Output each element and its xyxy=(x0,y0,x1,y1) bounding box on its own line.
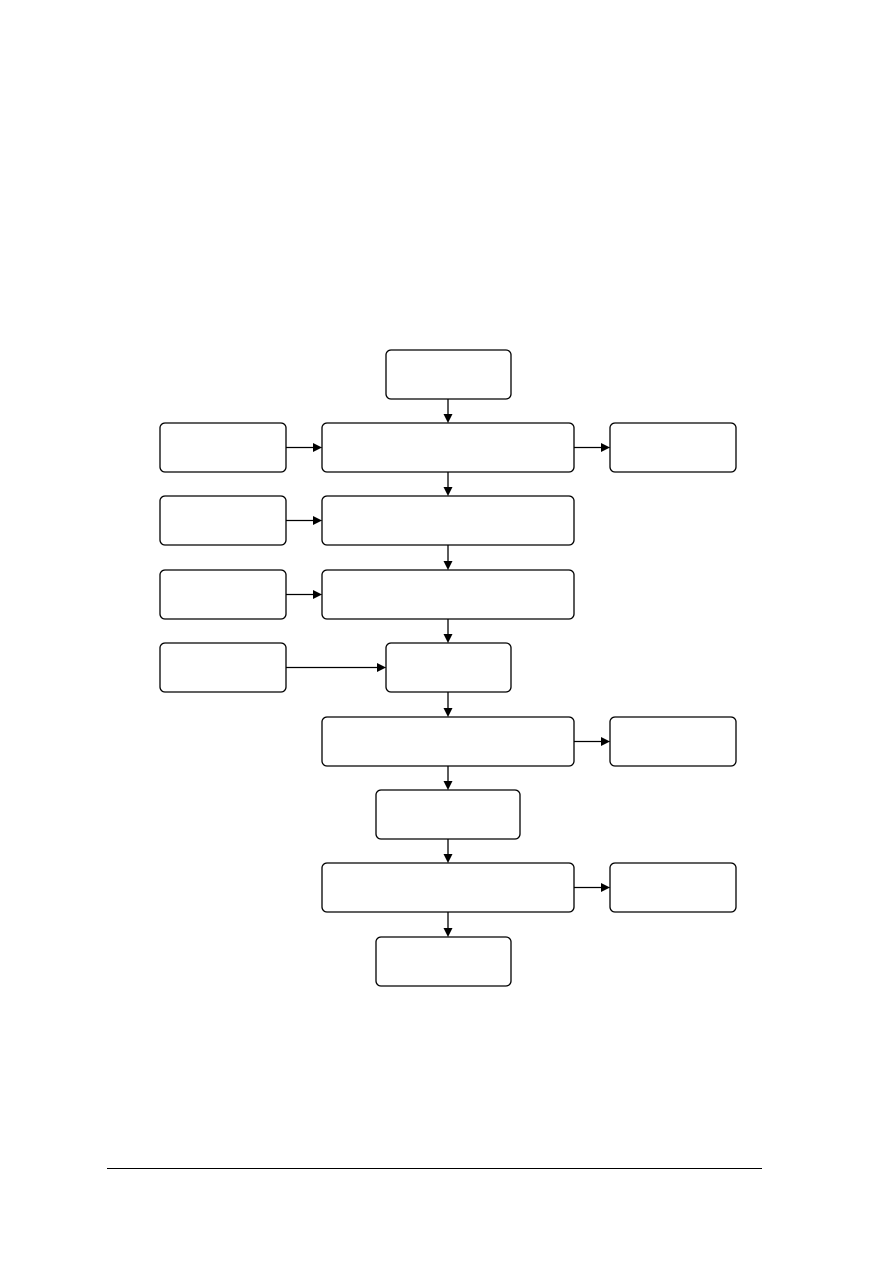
node-layer xyxy=(159,349,737,987)
node-step-3 xyxy=(321,569,575,620)
node-step-1 xyxy=(321,422,575,473)
node-step-3-box xyxy=(321,569,575,620)
arrowhead xyxy=(443,928,453,937)
edge-input-2-to-step-2 xyxy=(286,516,322,525)
node-input-3 xyxy=(159,569,287,620)
edge-step-5-to-step-6 xyxy=(443,766,453,790)
node-step-6 xyxy=(375,789,521,840)
node-end-box xyxy=(375,936,512,987)
arrowhead xyxy=(443,414,453,423)
edge-step-7-to-output-7 xyxy=(574,883,610,892)
edge-input-1-to-step-1 xyxy=(286,443,322,452)
node-step-2 xyxy=(321,495,575,546)
node-input-1-box xyxy=(159,422,287,473)
edge-input-4-to-step-4 xyxy=(286,663,386,672)
node-step-5-box xyxy=(321,716,575,767)
node-output-7-box xyxy=(609,862,737,913)
edge-input-3-to-step-3 xyxy=(286,590,322,599)
arrowhead xyxy=(443,561,453,570)
edge-step-1-to-step-2 xyxy=(443,472,453,496)
arrowhead xyxy=(313,516,322,525)
node-step-7-box xyxy=(321,862,575,913)
arrowhead xyxy=(601,443,610,452)
arrowhead xyxy=(601,737,610,746)
arrowhead xyxy=(601,883,610,892)
node-step-2-box xyxy=(321,495,575,546)
arrowhead xyxy=(313,443,322,452)
arrowhead xyxy=(377,663,386,672)
edge-step-5-to-output-5 xyxy=(574,737,610,746)
edge-step-6-to-step-7 xyxy=(443,839,453,863)
node-start-box xyxy=(385,349,512,400)
node-step-5 xyxy=(321,716,575,767)
footer-rule xyxy=(107,1168,762,1169)
node-step-1-box xyxy=(321,422,575,473)
node-output-7 xyxy=(609,862,737,913)
node-input-4 xyxy=(159,642,287,693)
node-end xyxy=(375,936,512,987)
node-input-1 xyxy=(159,422,287,473)
arrowhead xyxy=(443,708,453,717)
arrowhead xyxy=(443,854,453,863)
edge-step-4-to-step-5 xyxy=(443,692,453,717)
node-output-5-box xyxy=(609,716,737,767)
arrowhead xyxy=(443,634,453,643)
node-start xyxy=(385,349,512,400)
arrowhead xyxy=(443,781,453,790)
node-input-4-box xyxy=(159,642,287,693)
node-input-2-box xyxy=(159,495,287,546)
edge-step-7-to-end xyxy=(443,912,453,937)
arrowhead xyxy=(313,590,322,599)
node-step-4 xyxy=(385,642,512,693)
node-output-1-box xyxy=(609,422,737,473)
edge-start-to-step-1 xyxy=(443,399,453,423)
node-input-3-box xyxy=(159,569,287,620)
arrowhead xyxy=(443,487,453,496)
node-step-7 xyxy=(321,862,575,913)
edge-step-1-to-output-1 xyxy=(574,443,610,452)
node-output-1 xyxy=(609,422,737,473)
edge-step-2-to-step-3 xyxy=(443,545,453,570)
node-step-6-box xyxy=(375,789,521,840)
node-output-5 xyxy=(609,716,737,767)
node-step-4-box xyxy=(385,642,512,693)
edge-step-3-to-step-4 xyxy=(443,619,453,643)
node-input-2 xyxy=(159,495,287,546)
edge-layer xyxy=(286,399,610,937)
